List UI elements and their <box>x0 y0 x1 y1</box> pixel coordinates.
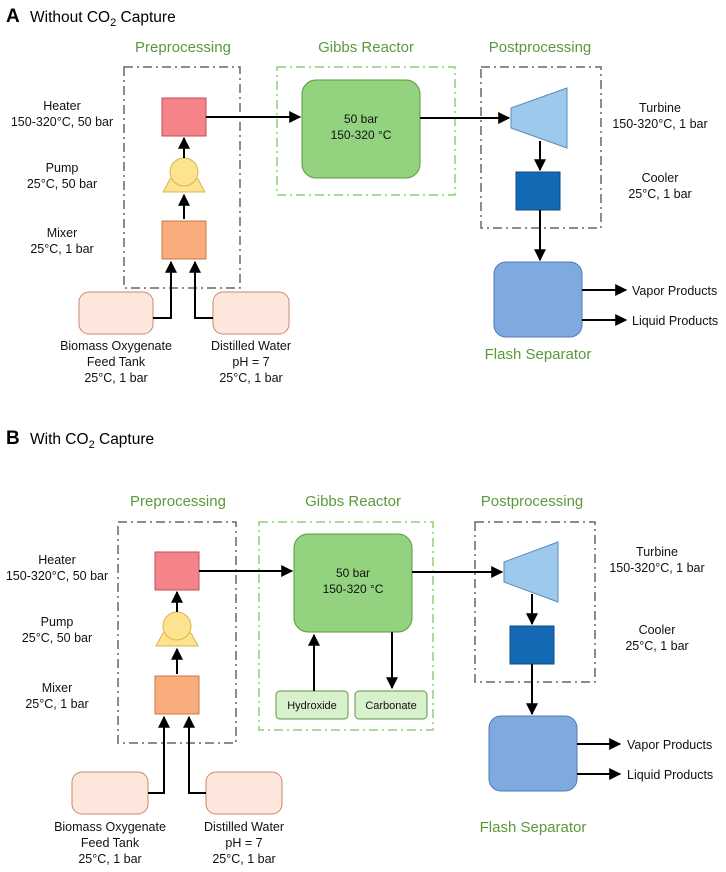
reactor-pressure: 50 bar <box>344 112 378 126</box>
water-tank-block <box>212 291 290 335</box>
cooler-block <box>515 171 561 211</box>
vapor-products-label: Vapor Products <box>627 738 712 752</box>
pump-conditions: 25°C, 50 bar <box>22 631 92 645</box>
feed-tank-label: Biomass Oxygenate <box>54 820 166 834</box>
turbine-icon <box>510 87 568 149</box>
turbine-label: Turbine <box>639 101 681 115</box>
reactor-pressure: 50 bar <box>336 566 370 580</box>
water-tank-label: Distilled Water <box>211 339 291 353</box>
water-to-mixer-arrow <box>189 260 213 319</box>
cooler-label: Cooler <box>639 623 676 637</box>
gibbs-reactor-block <box>301 79 421 179</box>
heater-block <box>154 551 200 591</box>
turbine-label: Turbine <box>636 545 678 559</box>
turbine-conditions: 150-320°C, 1 bar <box>609 561 704 575</box>
carbonate-label: Carbonate <box>365 700 416 712</box>
preprocessing-group <box>123 66 241 289</box>
water-tank-conditions: 25°C, 1 bar <box>212 852 275 866</box>
feed-tank-block <box>78 291 154 335</box>
hydroxide-label: Hydroxide <box>287 700 337 712</box>
reactor-temperature: 150-320 °C <box>331 128 392 142</box>
pump-icon <box>162 157 206 193</box>
heater-label: Heater <box>43 99 81 113</box>
feed-to-mixer-arrow <box>153 260 177 319</box>
pump-conditions: 25°C, 50 bar <box>27 177 97 191</box>
mixer-block <box>161 220 207 260</box>
mixer-block <box>154 675 200 715</box>
feed-tank-conditions: 25°C, 1 bar <box>78 852 141 866</box>
heater-label: Heater <box>38 553 76 567</box>
flash-separator-label: Flash Separator <box>480 819 587 836</box>
section-gibbs-label: Gibbs Reactor <box>305 493 401 510</box>
liquid-products-label: Liquid Products <box>632 314 718 328</box>
mixer-label: Mixer <box>47 226 78 240</box>
feed-tank-label-2: Feed Tank <box>81 836 140 850</box>
mixer-conditions: 25°C, 1 bar <box>30 242 93 256</box>
flash-separator-label: Flash Separator <box>485 346 592 363</box>
cooler-conditions: 25°C, 1 bar <box>628 187 691 201</box>
gibbs-reactor-block <box>293 533 413 633</box>
mixer-conditions: 25°C, 1 bar <box>25 697 88 711</box>
pump-label: Pump <box>41 615 74 629</box>
flash-separator-block <box>493 261 583 338</box>
feed-tank-label-2: Feed Tank <box>87 355 146 369</box>
feed-to-mixer-arrow <box>148 715 170 794</box>
section-postprocessing-label: Postprocessing <box>489 39 592 56</box>
section-preprocessing-label: Preprocessing <box>130 493 226 510</box>
water-tank-ph: pH = 7 <box>232 355 269 369</box>
cooler-block <box>509 625 555 665</box>
panel-a: A Without CO2 Capture Preprocessing Gibb… <box>6 6 718 385</box>
cooler-label: Cooler <box>642 171 679 185</box>
postprocessing-group <box>474 521 596 683</box>
pump-label: Pump <box>46 161 79 175</box>
hydroxide-box <box>275 690 349 720</box>
section-gibbs-label: Gibbs Reactor <box>318 39 414 56</box>
preprocessing-group <box>117 521 237 744</box>
flash-separator-block <box>488 715 578 792</box>
heater-block <box>161 97 207 137</box>
pump-icon <box>155 611 199 647</box>
gibbs-group <box>276 66 456 196</box>
heater-conditions: 150-320°C, 50 bar <box>6 569 108 583</box>
cooler-conditions: 25°C, 1 bar <box>625 639 688 653</box>
water-tank-ph: pH = 7 <box>225 836 262 850</box>
turbine-icon <box>503 541 559 603</box>
feed-tank-label: Biomass Oxygenate <box>60 339 172 353</box>
mixer-label: Mixer <box>42 681 73 695</box>
panel-b: B With CO2 Capture Preprocessing Gibbs R… <box>6 428 713 866</box>
water-tank-label: Distilled Water <box>204 820 284 834</box>
vapor-products-label: Vapor Products <box>632 284 717 298</box>
section-postprocessing-label: Postprocessing <box>481 493 584 510</box>
panel-a-letter: A <box>6 6 20 27</box>
feed-tank-block <box>71 771 149 815</box>
liquid-products-label: Liquid Products <box>627 768 713 782</box>
section-preprocessing-label: Preprocessing <box>135 39 231 56</box>
postprocessing-group <box>480 66 602 229</box>
panel-b-letter: B <box>6 428 20 449</box>
reactor-temperature: 150-320 °C <box>323 582 384 596</box>
turbine-conditions: 150-320°C, 1 bar <box>612 117 707 131</box>
panel-a-title: Without CO2 Capture <box>30 9 176 29</box>
panel-b-title: With CO2 Capture <box>30 431 154 451</box>
water-tank-conditions: 25°C, 1 bar <box>219 371 282 385</box>
carbonate-box <box>354 690 428 720</box>
feed-tank-conditions: 25°C, 1 bar <box>84 371 147 385</box>
water-tank-block <box>205 771 283 815</box>
heater-conditions: 150-320°C, 50 bar <box>11 115 113 129</box>
gibbs-group <box>258 521 434 731</box>
water-to-mixer-arrow <box>183 715 206 794</box>
